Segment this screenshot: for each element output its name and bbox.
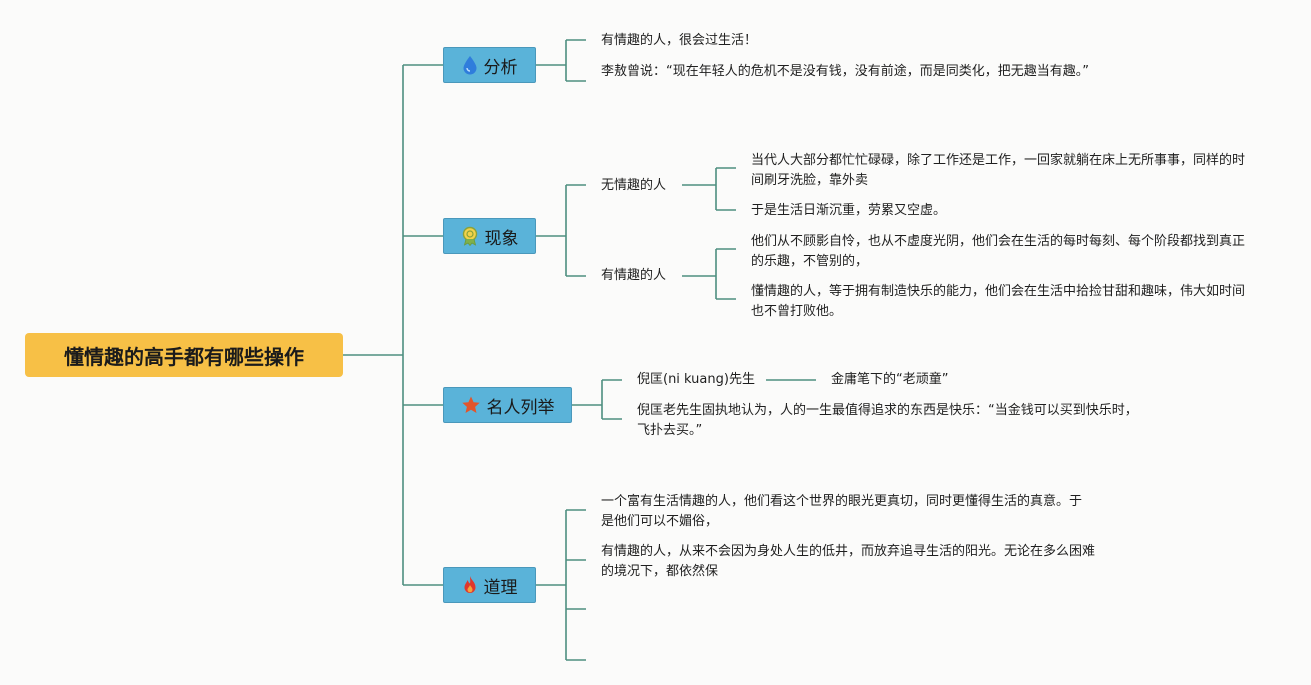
has-interest-leaf-2[interactable]: 懂情趣的人，等于拥有制造快乐的能力，他们会在生活中拾捡甘甜和趣味，伟大如时间也不…	[751, 284, 1246, 319]
fire-icon	[462, 575, 478, 595]
topic-analysis-label: 分析	[483, 57, 518, 78]
topic-famous-label: 名人列举	[486, 397, 555, 418]
star-icon	[461, 395, 481, 415]
has-interest-leaf-1[interactable]: 他们从不顾影自怜，也从不虚度光阴，他们会在生活的每时每刻、每个阶段都找到真正的乐…	[751, 234, 1246, 269]
connector-famous	[572, 379, 622, 420]
reason-leaf-1[interactable]: 一个富有生活情趣的人，他们看这个世界的眼光更真切，同时更懂得生活的真意。于是他们…	[601, 494, 1083, 529]
medal-icon	[461, 226, 479, 246]
topic-phenomenon[interactable]: 现象	[443, 218, 536, 254]
phenomenon-group-has-interest[interactable]: 有情趣的人	[601, 268, 667, 283]
topic-reason-label: 道理	[483, 577, 518, 598]
connector-has-interest	[682, 248, 736, 300]
analysis-leaf-2[interactable]: 李敖曾说：“现在年轻人的危机不是没有钱，没有前途，而是同类化，把无趣当有趣。”	[601, 64, 1089, 79]
phenomenon-group-no-interest[interactable]: 无情趣的人	[601, 178, 667, 193]
water-drop-icon	[462, 55, 478, 75]
famous-person[interactable]: 倪匡(ni kuang)先生	[637, 372, 755, 387]
topic-analysis[interactable]: 分析	[443, 47, 536, 83]
topic-famous[interactable]: 名人列举	[443, 387, 572, 423]
analysis-leaf-1[interactable]: 有情趣的人，很会过生活！	[601, 33, 758, 48]
connector-phenomenon	[536, 184, 586, 277]
root-label: 懂情趣的高手都有哪些操作	[64, 344, 304, 369]
connector-no-interest	[682, 167, 736, 211]
famous-person-note[interactable]: 金庸笔下的“老顽童”	[831, 372, 949, 387]
reason-leaf-2[interactable]: 有情趣的人，从来不会因为身处人生的低井，而放弃追寻生活的阳光。无论在多么困难的境…	[601, 544, 1096, 579]
connector-analysis	[536, 39, 586, 82]
topic-reason[interactable]: 道理	[443, 567, 536, 603]
no-interest-leaf-1[interactable]: 当代人大部分都忙忙碌碌，除了工作还是工作，一回家就躺在床上无所事事，同样的时间刷…	[751, 153, 1246, 188]
connector-reason	[536, 509, 586, 661]
no-interest-leaf-2[interactable]: 于是生活日渐沉重，劳累又空虚。	[751, 203, 947, 218]
famous-leaf[interactable]: 倪匡老先生固执地认为，人的一生最值得追求的东西是快乐：“当金钱可以买到快乐时，飞…	[637, 403, 1138, 438]
root-topic[interactable]: 懂情趣的高手都有哪些操作	[25, 333, 343, 377]
topic-phenomenon-label: 现象	[484, 228, 519, 249]
